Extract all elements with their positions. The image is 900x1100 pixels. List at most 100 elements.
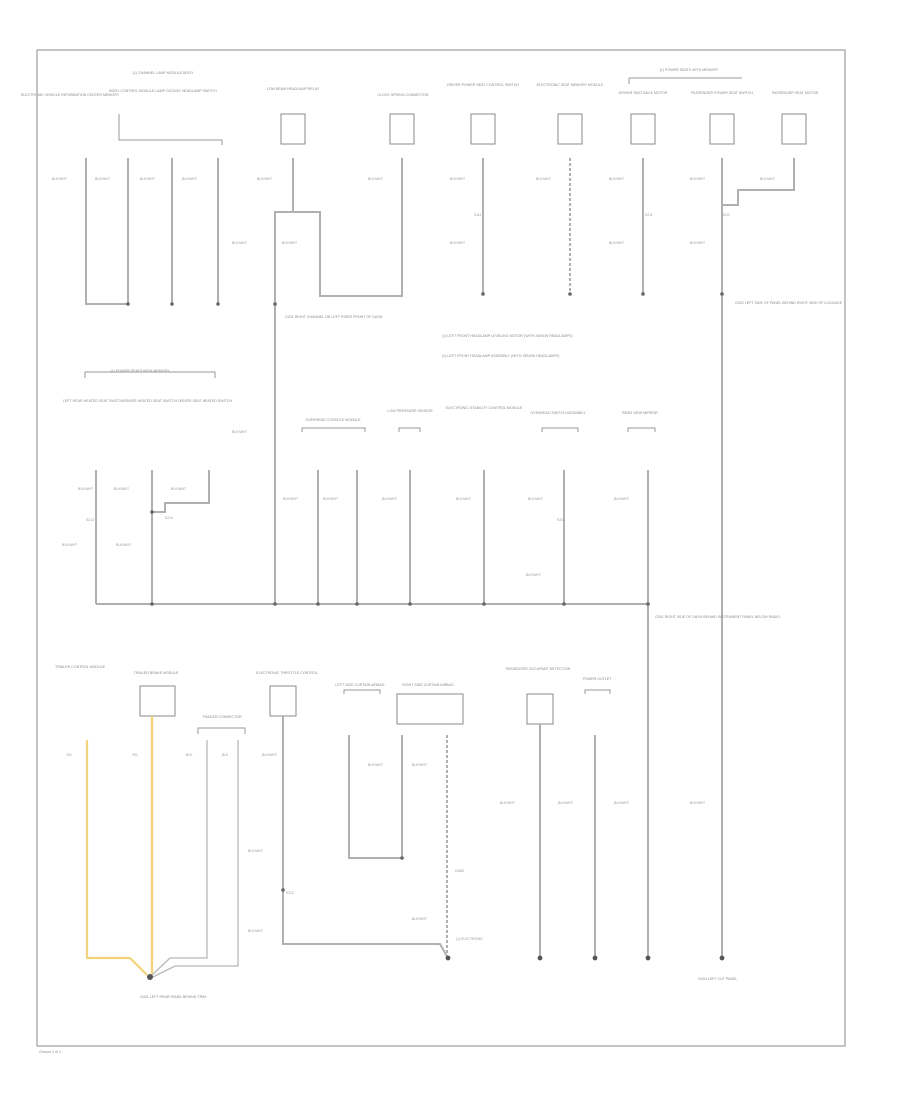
splice-dot	[355, 602, 359, 606]
component-label-overhead-switch: OVERHEAD SWITCH ASSEMBLY	[530, 411, 586, 415]
splice-label: S311	[557, 518, 565, 522]
wire-low-beam-relay	[274, 158, 294, 604]
ground-symbol	[719, 955, 725, 961]
top-section: (1) CHANNEL LAMP MODULE BODY (1) POWER S…	[21, 68, 843, 958]
splice-dot	[273, 302, 277, 306]
ground-symbol	[445, 955, 451, 961]
component-label-seat-memory-module: ELECTRONIC SEAT MEMORY MODULE	[537, 83, 604, 87]
wire-color-label: BLK/WHT	[450, 177, 465, 181]
wire-trailer-connector-1	[151, 740, 208, 976]
seat-memory-module-box	[557, 113, 583, 145]
wire-color-label: BLK/WHT	[528, 497, 543, 501]
component-label-driver-seat-back-motor: DRIVER SEAT BACK MOTOR	[619, 91, 668, 95]
seat-bracket	[628, 77, 742, 84]
page-footer: Ground 1 of 1	[39, 1050, 61, 1054]
dashed-note: (1) ELECTRONIC	[456, 937, 483, 941]
wire-color-label: YEL	[66, 753, 73, 757]
component-label-left-curtain-airbag: LEFT SIDE CURTAIN AIRBAG	[335, 683, 384, 687]
component-label-rear-view-mirror: REAR VIEW MIRROR	[622, 411, 658, 415]
splice-label: S213	[86, 518, 94, 522]
splice-dot	[481, 292, 485, 296]
wire-color-label: BLK/WHT	[382, 497, 397, 501]
splice-dot	[641, 292, 645, 296]
component-label-trailer-control: TRAILER CONTROL MODULE	[55, 665, 106, 669]
wire-color-label: BLK/WHT	[690, 241, 705, 245]
note-1: (1) LEFT FRONT HEADLAMP LEVELING MOTOR (…	[442, 334, 573, 338]
ground-label-g401: G401 LEFT REAR PANEL BEHIND TRIM	[140, 995, 206, 999]
component-label-low-pressure-sensor: LOW PRESSURE SENSOR	[387, 409, 433, 413]
wire-color-label: BLK/WHT	[182, 177, 197, 181]
component-label-passenger-seat-switch: PASSENGER POWER SEAT SWITCH	[691, 91, 753, 95]
component-label-clock-spring: CLOCK SPRING CONNECTOR	[377, 93, 429, 97]
bottom-section: TRAILER CONTROL MODULE TRAILER BRAKE MOD…	[55, 665, 737, 999]
splice-dot	[150, 602, 154, 606]
wire-color-label: BLK/WHT	[257, 177, 272, 181]
splice-dot	[316, 602, 320, 606]
wire-color-label: BLK/WHT	[614, 801, 629, 805]
component-label-driver-seat-switch: DRIVER POWER SEAT CONTROL SWITCH	[447, 83, 519, 87]
splice-label: S211	[645, 213, 653, 217]
component-label-trailer-brake: TRAILER BRAKE MODULE	[134, 671, 179, 675]
wire-color-label: BLK/WHT	[114, 487, 129, 491]
wire-evic	[85, 158, 128, 305]
trailer-connector-bracket	[197, 727, 246, 734]
driver-seat-back-motor-box	[630, 113, 656, 145]
wire-color-label: BLK/WHT	[690, 801, 705, 805]
component-label-low-beam-relay: LOW BEAM HEADLAMP RELAY	[267, 87, 320, 91]
wire-color-label: BLK/WHT	[232, 241, 247, 245]
component-label-trailer-connector: TRAILER CONNECTOR	[202, 715, 242, 719]
overhead-switch-bracket	[541, 427, 579, 432]
splice-dot	[408, 602, 412, 606]
wire-color-label: BLK/WHT	[456, 497, 471, 501]
component-label-left-rear-heated-seat: LEFT REAR HEATED SEAT SWITCH	[63, 399, 124, 403]
component-label-power-outlet: POWER OUTLET	[583, 677, 613, 681]
component-label-right-curtain-airbag: RIGHT SIDE CURTAIN AIRBAG	[402, 683, 454, 687]
ground-label-g404: G404 LEFT CUT PANEL	[698, 977, 737, 981]
wire-color-label: BLK/WHT	[283, 497, 298, 501]
component-label-esc-module: ELECTRONIC STABILITY CONTROL MODULE	[446, 406, 523, 410]
wire-color-label: BLK/WHT	[614, 497, 629, 501]
splice-dot	[170, 302, 174, 306]
splice-dot	[646, 602, 650, 606]
splice-dot	[216, 302, 220, 306]
ground-symbol-g401	[147, 974, 153, 980]
right-curtain-airbag-box	[396, 693, 464, 725]
ground-symbol	[592, 955, 598, 961]
wire-color-label: BLK/WHT	[171, 487, 186, 491]
wire-color-label: BLK/WHT	[412, 917, 427, 921]
component-label-evic: ELECTRONIC VEHICLE INFORMATION CENTER ME…	[21, 93, 120, 97]
driver-seat-switch-box	[470, 113, 496, 145]
ground-symbol	[537, 955, 543, 961]
splice-dot	[126, 302, 130, 306]
low-beam-relay-box	[280, 113, 306, 145]
splice-dot	[400, 856, 404, 860]
wire-color-label: BLK/WHT	[526, 573, 541, 577]
component-label-throttle-control: ELECTRONIC THROTTLE CONTROL	[256, 671, 318, 675]
wire-color-label: BLK/WHT	[323, 497, 338, 501]
wire-color-label: BLK/WHT	[95, 177, 110, 181]
note-2: (2) LEFT FRONT HEADLAMP ASSEMBLY (WITH X…	[442, 354, 560, 358]
wire-color-label: BLK/WHT	[500, 801, 515, 805]
wire-relay-splice	[293, 158, 403, 297]
wire-color-label: BLK/WHT	[52, 177, 67, 181]
diagram-frame	[36, 49, 846, 1047]
ground-label-g403: G403	[455, 869, 464, 873]
wire-color-label: BLK/WHT	[760, 177, 775, 181]
splice-dot	[568, 292, 572, 296]
passenger-seat-switch-box	[709, 113, 735, 145]
ground-label-g201: G201 RIGHT CHANNEL ON LEFT RISER FRONT O…	[285, 315, 383, 319]
bcm-bracket	[118, 114, 223, 145]
notes: (1) LEFT FRONT HEADLAMP LEVELING MOTOR (…	[442, 334, 573, 358]
ground-label-g301: G301 RIGHT SIDE OF DASH BEHIND INSTRUMEN…	[655, 615, 780, 619]
wire-color-label: BLK/WHT	[690, 177, 705, 181]
component-label-bcm: BODY CONTROL MODULE LAMP OUTAGE HEADLAMP…	[109, 89, 217, 93]
wire-passenger-seat-motor	[722, 158, 795, 206]
wire-throttle-control	[282, 716, 449, 959]
wire-color-label: BLK/WHT	[232, 430, 247, 434]
section-label-top-right: (1) POWER SEATS WITH MEMORY	[660, 68, 719, 72]
wire-color-label: BLK/WHT	[248, 929, 263, 933]
low-pressure-bracket	[398, 427, 421, 432]
mid-seat-bracket	[84, 371, 216, 378]
clock-spring-box	[389, 113, 415, 145]
